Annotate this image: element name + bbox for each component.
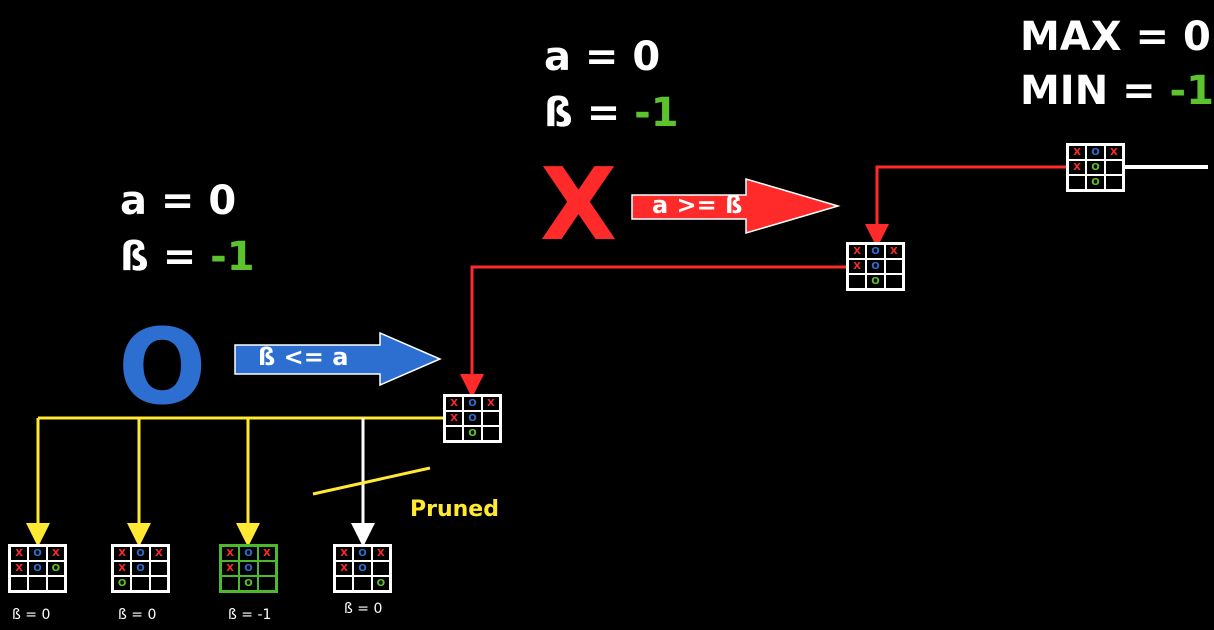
blue-arrow-shape — [234, 331, 442, 387]
board-cell: X — [10, 561, 29, 576]
mid-alpha-label: a = 0 — [544, 34, 661, 80]
min-value: -1 — [1169, 68, 1214, 114]
blue-arrow-label: ß <= a — [258, 343, 349, 371]
mid-beta-label: ß = -1 — [544, 90, 679, 136]
board-cell: O — [46, 561, 65, 576]
board-cell: X — [481, 396, 500, 411]
board-cell: O — [131, 546, 150, 561]
pruned-label: Pruned — [410, 497, 499, 522]
red-arrow-shape — [631, 177, 841, 235]
board-cell: O — [866, 244, 885, 259]
board-cell: O — [463, 396, 482, 411]
board-cell — [481, 426, 500, 441]
min-player-marker: O — [118, 306, 207, 428]
left-beta-value: -1 — [210, 234, 255, 280]
max-player-marker: X — [540, 146, 618, 263]
board-cell: O — [239, 576, 258, 591]
board-cell: O — [28, 561, 47, 576]
board-cell — [10, 576, 29, 591]
left-beta-label: ß = -1 — [120, 234, 255, 280]
board-cell: X — [445, 396, 464, 411]
edge-level1-level2 — [460, 265, 846, 398]
left-beta-prefix: ß = — [120, 234, 211, 280]
board-cell: O — [1086, 160, 1105, 175]
board-cell: X — [113, 561, 132, 576]
board-cell: X — [46, 546, 65, 561]
board-cell — [257, 561, 276, 576]
board-cell — [149, 561, 168, 576]
board-cell — [221, 576, 240, 591]
board-cell — [335, 576, 354, 591]
board-cell: O — [1086, 175, 1105, 190]
board-cell: O — [866, 274, 885, 289]
leaf3-beta: ß = -1 — [228, 607, 272, 623]
board-cell: X — [1104, 145, 1123, 160]
max-value-label: MAX = 0 — [1020, 14, 1211, 60]
board-cell: X — [1068, 160, 1087, 175]
board-cell: X — [10, 546, 29, 561]
board-cell — [481, 411, 500, 426]
edge-root-level1 — [865, 165, 1066, 248]
board-cell: O — [131, 561, 150, 576]
mid-beta-prefix: ß = — [544, 90, 635, 136]
leaf2-beta: ß = 0 — [118, 607, 157, 623]
board-cell: O — [239, 546, 258, 561]
board-cell — [848, 274, 867, 289]
board-cell: O — [463, 411, 482, 426]
board-cell: X — [884, 244, 903, 259]
board-cell — [46, 576, 65, 591]
board-cell — [257, 576, 276, 591]
board-cell — [131, 576, 150, 591]
left-alpha-label: a = 0 — [120, 178, 237, 224]
board-cell: X — [113, 546, 132, 561]
board-cell — [1104, 160, 1123, 175]
board-cell — [28, 576, 47, 591]
board-cell: O — [353, 561, 372, 576]
board-cell — [884, 259, 903, 274]
board-cell — [445, 426, 464, 441]
min-value-label: MIN = -1 — [1020, 68, 1214, 114]
board-cell — [149, 576, 168, 591]
board-cell — [1068, 175, 1087, 190]
board-cell — [371, 561, 390, 576]
board-cell: X — [335, 561, 354, 576]
board-cell: O — [371, 576, 390, 591]
board-cell: O — [113, 576, 132, 591]
board-cell: O — [28, 546, 47, 561]
prune-slash — [312, 466, 431, 496]
red-arrow-label: a >= ß — [652, 191, 743, 219]
board-cell — [1104, 175, 1123, 190]
leaf1-beta: ß = 0 — [12, 607, 51, 623]
board-cell: O — [1086, 145, 1105, 160]
board-cell: X — [149, 546, 168, 561]
board-cell: O — [866, 259, 885, 274]
min-prefix: MIN = — [1020, 68, 1170, 114]
board-cell: O — [353, 546, 372, 561]
board-cell: O — [463, 426, 482, 441]
board-cell — [353, 576, 372, 591]
board-cell: X — [445, 411, 464, 426]
board-cell — [884, 274, 903, 289]
board-cell: X — [221, 561, 240, 576]
board-cell: X — [257, 546, 276, 561]
board-cell: X — [1068, 145, 1087, 160]
board-cell: X — [848, 259, 867, 274]
board-cell: X — [371, 546, 390, 561]
leaf4-beta: ß = 0 — [344, 601, 383, 617]
board-cell: X — [221, 546, 240, 561]
board-cell: O — [239, 561, 258, 576]
board-cell: X — [848, 244, 867, 259]
board-cell: X — [335, 546, 354, 561]
mid-beta-value: -1 — [634, 90, 679, 136]
